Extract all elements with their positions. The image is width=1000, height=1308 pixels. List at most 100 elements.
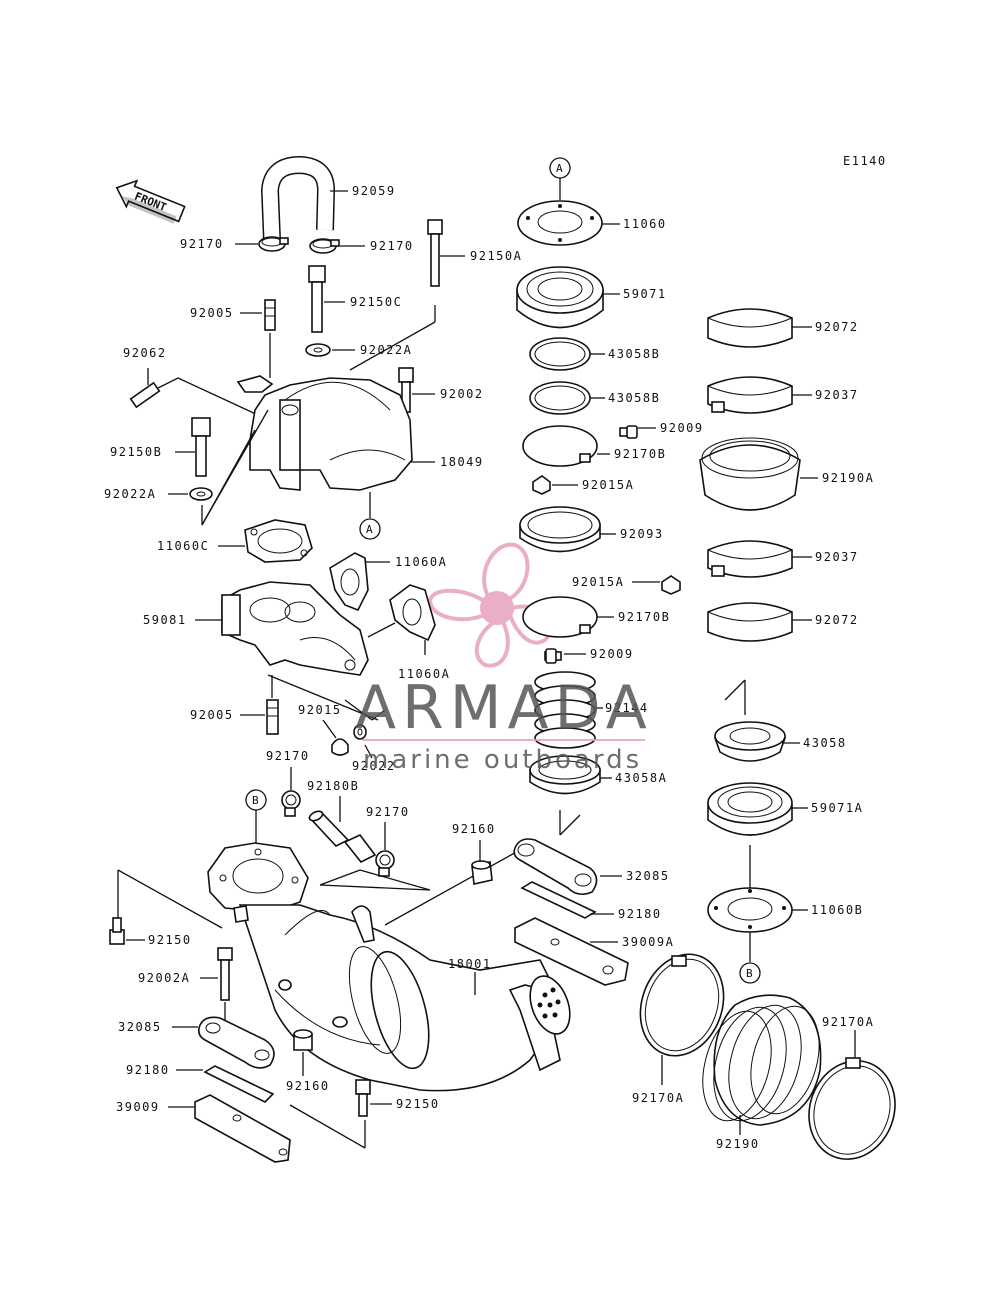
washer-92022a-top xyxy=(305,343,331,357)
diagram-code: E1140 xyxy=(843,154,887,168)
part-label: 92150 xyxy=(396,1097,440,1111)
part-label: 92150A xyxy=(470,249,522,263)
bolt-92150c xyxy=(308,265,326,333)
boot-92190a xyxy=(699,437,801,511)
part-label: 92180 xyxy=(126,1063,170,1077)
ring-43058b-2 xyxy=(529,381,591,415)
part-label: 92170 xyxy=(370,239,414,253)
part-label: 92059 xyxy=(352,184,396,198)
part-label: 39009 xyxy=(116,1100,160,1114)
part-label: 92072 xyxy=(815,320,859,334)
bolt-92150-bottom xyxy=(355,1079,371,1117)
part-label: 92144 xyxy=(605,701,649,715)
part-label: 43058A xyxy=(615,771,667,785)
callout-b-right-label: B xyxy=(746,967,753,980)
part-label: 92160 xyxy=(286,1079,330,1093)
part-label: 11060A xyxy=(398,667,450,681)
part-label: 11060 xyxy=(623,217,667,231)
part-label: 92062 xyxy=(123,346,167,360)
callout-b-right: B xyxy=(739,962,761,984)
watermark-tagline: marine outboards xyxy=(363,745,642,775)
part-label: 59081 xyxy=(143,613,187,627)
bearing-59071 xyxy=(516,266,604,329)
clamp-92170-left xyxy=(258,236,289,252)
washer-92022a-left xyxy=(189,487,213,501)
bolt-92150b xyxy=(191,417,211,477)
part-label: 92170 xyxy=(180,237,224,251)
coupling-92093 xyxy=(519,506,601,553)
nut-92015 xyxy=(331,738,349,756)
bolt-92150-left xyxy=(109,917,125,945)
clamp-92170-mid xyxy=(281,790,301,817)
part-label: 92180B xyxy=(307,779,359,793)
boot-92190 xyxy=(702,994,822,1126)
exhaust-manifold-18049 xyxy=(236,375,413,491)
part-label: 11060B xyxy=(811,903,863,917)
screw-92009-top xyxy=(619,425,638,439)
plate-92180-right xyxy=(520,881,597,919)
callout-b-label: B xyxy=(252,794,259,807)
part-label: 92150B xyxy=(110,445,162,459)
watermark-brand: ARMADA xyxy=(355,673,653,743)
part-label: 43058B xyxy=(608,391,660,405)
callout-a-top-label: A xyxy=(556,162,563,175)
part-label: 92190A xyxy=(822,471,874,485)
fitting-92062 xyxy=(129,381,161,409)
part-label: 11060A xyxy=(395,555,447,569)
hose-92180b xyxy=(308,810,377,864)
band-92072-top xyxy=(707,308,793,348)
part-label: 92170 xyxy=(366,805,410,819)
nut-92015a-2 xyxy=(661,575,681,595)
part-label: 92072 xyxy=(815,613,859,627)
part-label: 92160 xyxy=(452,822,496,836)
flange-18001 xyxy=(207,842,309,913)
clamp-92170a-left xyxy=(639,953,725,1057)
part-label: 92170B xyxy=(614,447,666,461)
part-label: 92150 xyxy=(148,933,192,947)
watermark-text: ARMADA marine outboards xyxy=(355,673,653,775)
bolt-92002a xyxy=(217,947,233,1001)
callout-a-label: A xyxy=(366,523,373,536)
callout-b-left: B xyxy=(245,789,267,811)
part-label: 92170B xyxy=(618,610,670,624)
callout-a: A xyxy=(359,518,381,540)
plate-92180-left xyxy=(203,1065,275,1103)
screw-92009-bottom xyxy=(544,648,562,664)
watermark-logo xyxy=(427,542,553,668)
washer-92022 xyxy=(353,724,367,740)
ring-43058b-1 xyxy=(529,337,591,371)
bushing-92160-bottom xyxy=(293,1029,313,1051)
part-label: 92190 xyxy=(716,1137,760,1151)
part-label: 43058 xyxy=(803,736,847,750)
part-label: 92037 xyxy=(815,388,859,402)
band-92072-bottom xyxy=(707,602,793,642)
part-label: 43058B xyxy=(608,347,660,361)
part-label: 92170 xyxy=(266,749,310,763)
clamp-92170-mid2 xyxy=(375,850,395,877)
clamp-92170a-right xyxy=(808,1057,896,1160)
gasket-11060a-1 xyxy=(329,552,369,612)
part-label: 92022A xyxy=(360,343,412,357)
fitting-92005-bottom xyxy=(266,699,279,735)
part-label: 92009 xyxy=(590,647,634,661)
spring-92144 xyxy=(534,671,596,749)
gasket-11060 xyxy=(517,200,603,246)
clamp-92037-top xyxy=(707,376,793,414)
propeller-icon xyxy=(427,542,553,668)
part-label: 92005 xyxy=(190,708,234,722)
bushing-92160-top xyxy=(471,860,493,885)
part-label: 92022 xyxy=(352,759,396,773)
exhaust-pipe-59081 xyxy=(221,581,369,676)
bracket-32085-right xyxy=(513,838,598,896)
part-label: 11060C xyxy=(157,539,209,553)
part-label: 39009A xyxy=(622,935,674,949)
hose-92059 xyxy=(260,155,336,241)
bracket-39009a xyxy=(514,917,629,986)
part-label: 59071 xyxy=(623,287,667,301)
seat-43058 xyxy=(713,721,787,762)
bolt-92150a xyxy=(427,219,443,287)
clamp-92037-bottom xyxy=(707,540,793,578)
part-label: 92009 xyxy=(660,421,704,435)
part-label: 92005 xyxy=(190,306,234,320)
